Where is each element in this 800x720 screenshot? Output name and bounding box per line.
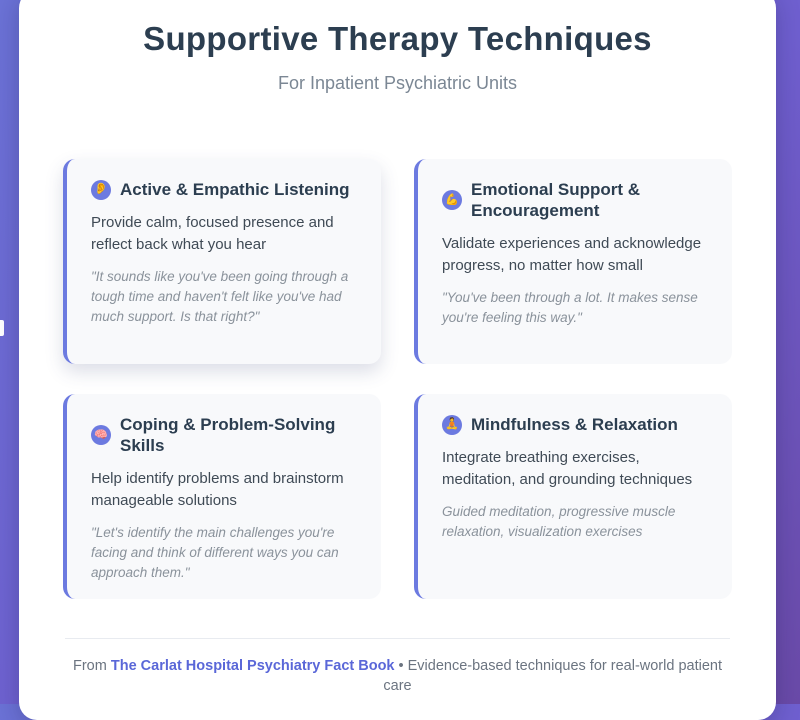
book-title-link[interactable]: The Carlat Hospital Psychiatry Fact Book bbox=[110, 658, 395, 674]
technique-example: "It sounds like you've been going throug… bbox=[91, 269, 349, 324]
technique-card-mindfulness: 🧘 Mindfulness & Relaxation Integrate bre… bbox=[414, 394, 732, 599]
technique-description: Provide calm, focused presence and refle… bbox=[91, 214, 334, 253]
technique-title: Active & Empathic Listening bbox=[120, 180, 350, 199]
technique-example: "You've been through a lot. It makes sen… bbox=[442, 290, 698, 325]
footer-prefix: From bbox=[73, 658, 111, 674]
flexed-arm-icon: 💪 bbox=[442, 190, 462, 210]
technique-card-active-listening: 👂 Active & Empathic Listening Provide ca… bbox=[63, 159, 381, 364]
technique-description: Help identify problems and brainstorm ma… bbox=[91, 470, 344, 509]
page-subtitle: For Inpatient Psychiatric Units bbox=[277, 73, 518, 93]
brain-icon: 🧠 bbox=[91, 425, 111, 445]
technique-title: Coping & Problem-Solving Skills bbox=[120, 415, 336, 455]
technique-card-emotional-support: 💪 Emotional Support & Encouragement Vali… bbox=[414, 159, 732, 364]
page-title: Supportive Therapy Techniques bbox=[143, 20, 652, 57]
edge-tab bbox=[0, 320, 4, 336]
technique-header: 🧘 Mindfulness & Relaxation bbox=[442, 414, 710, 435]
footer-divider bbox=[65, 638, 730, 639]
technique-header: 👂 Active & Empathic Listening bbox=[91, 179, 359, 200]
technique-title: Emotional Support & Encouragement bbox=[471, 180, 641, 220]
technique-example: Guided meditation, progressive muscle re… bbox=[442, 504, 676, 539]
footer: From The Carlat Hospital Psychiatry Fact… bbox=[59, 656, 736, 696]
technique-example: "Let's identify the main challenges you'… bbox=[91, 525, 339, 580]
technique-card-coping-skills: 🧠 Coping & Problem-Solving Skills Help i… bbox=[63, 394, 381, 599]
technique-header: 🧠 Coping & Problem-Solving Skills bbox=[91, 414, 359, 456]
technique-title: Mindfulness & Relaxation bbox=[471, 415, 678, 434]
technique-header: 💪 Emotional Support & Encouragement bbox=[442, 179, 710, 221]
footer-suffix: • Evidence-based techniques for real-wor… bbox=[383, 658, 722, 694]
technique-description: Validate experiences and acknowledge pro… bbox=[442, 235, 702, 274]
technique-description: Integrate breathing exercises, meditatio… bbox=[442, 449, 693, 488]
ear-icon: 👂 bbox=[91, 179, 111, 200]
main-card: Supportive Therapy Techniques For Inpati… bbox=[19, 0, 776, 720]
meditation-icon: 🧘 bbox=[442, 414, 462, 435]
